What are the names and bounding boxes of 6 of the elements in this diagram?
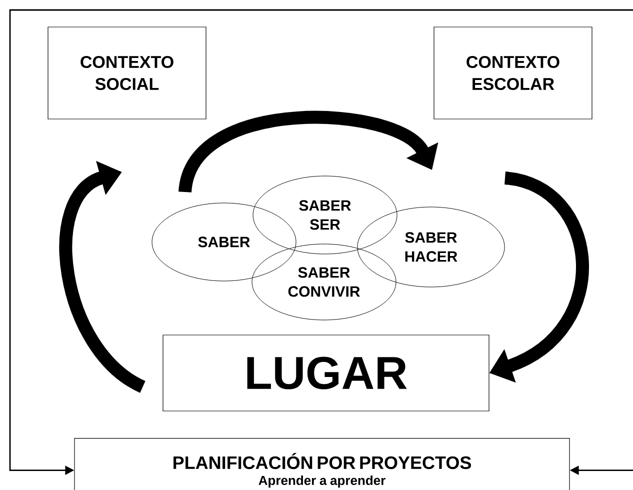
context-box: CONTEXTO ESCOLAR xyxy=(434,26,592,120)
curved-arrow xyxy=(59,160,146,393)
place-box: LUGAR xyxy=(162,334,490,412)
arrow xyxy=(9,9,633,475)
planning-box: PLANIFICACIÓN POR PROYECTOS Aprender a aprender xyxy=(74,438,570,490)
context-box: CONTEXTO SOCIAL xyxy=(48,26,206,120)
